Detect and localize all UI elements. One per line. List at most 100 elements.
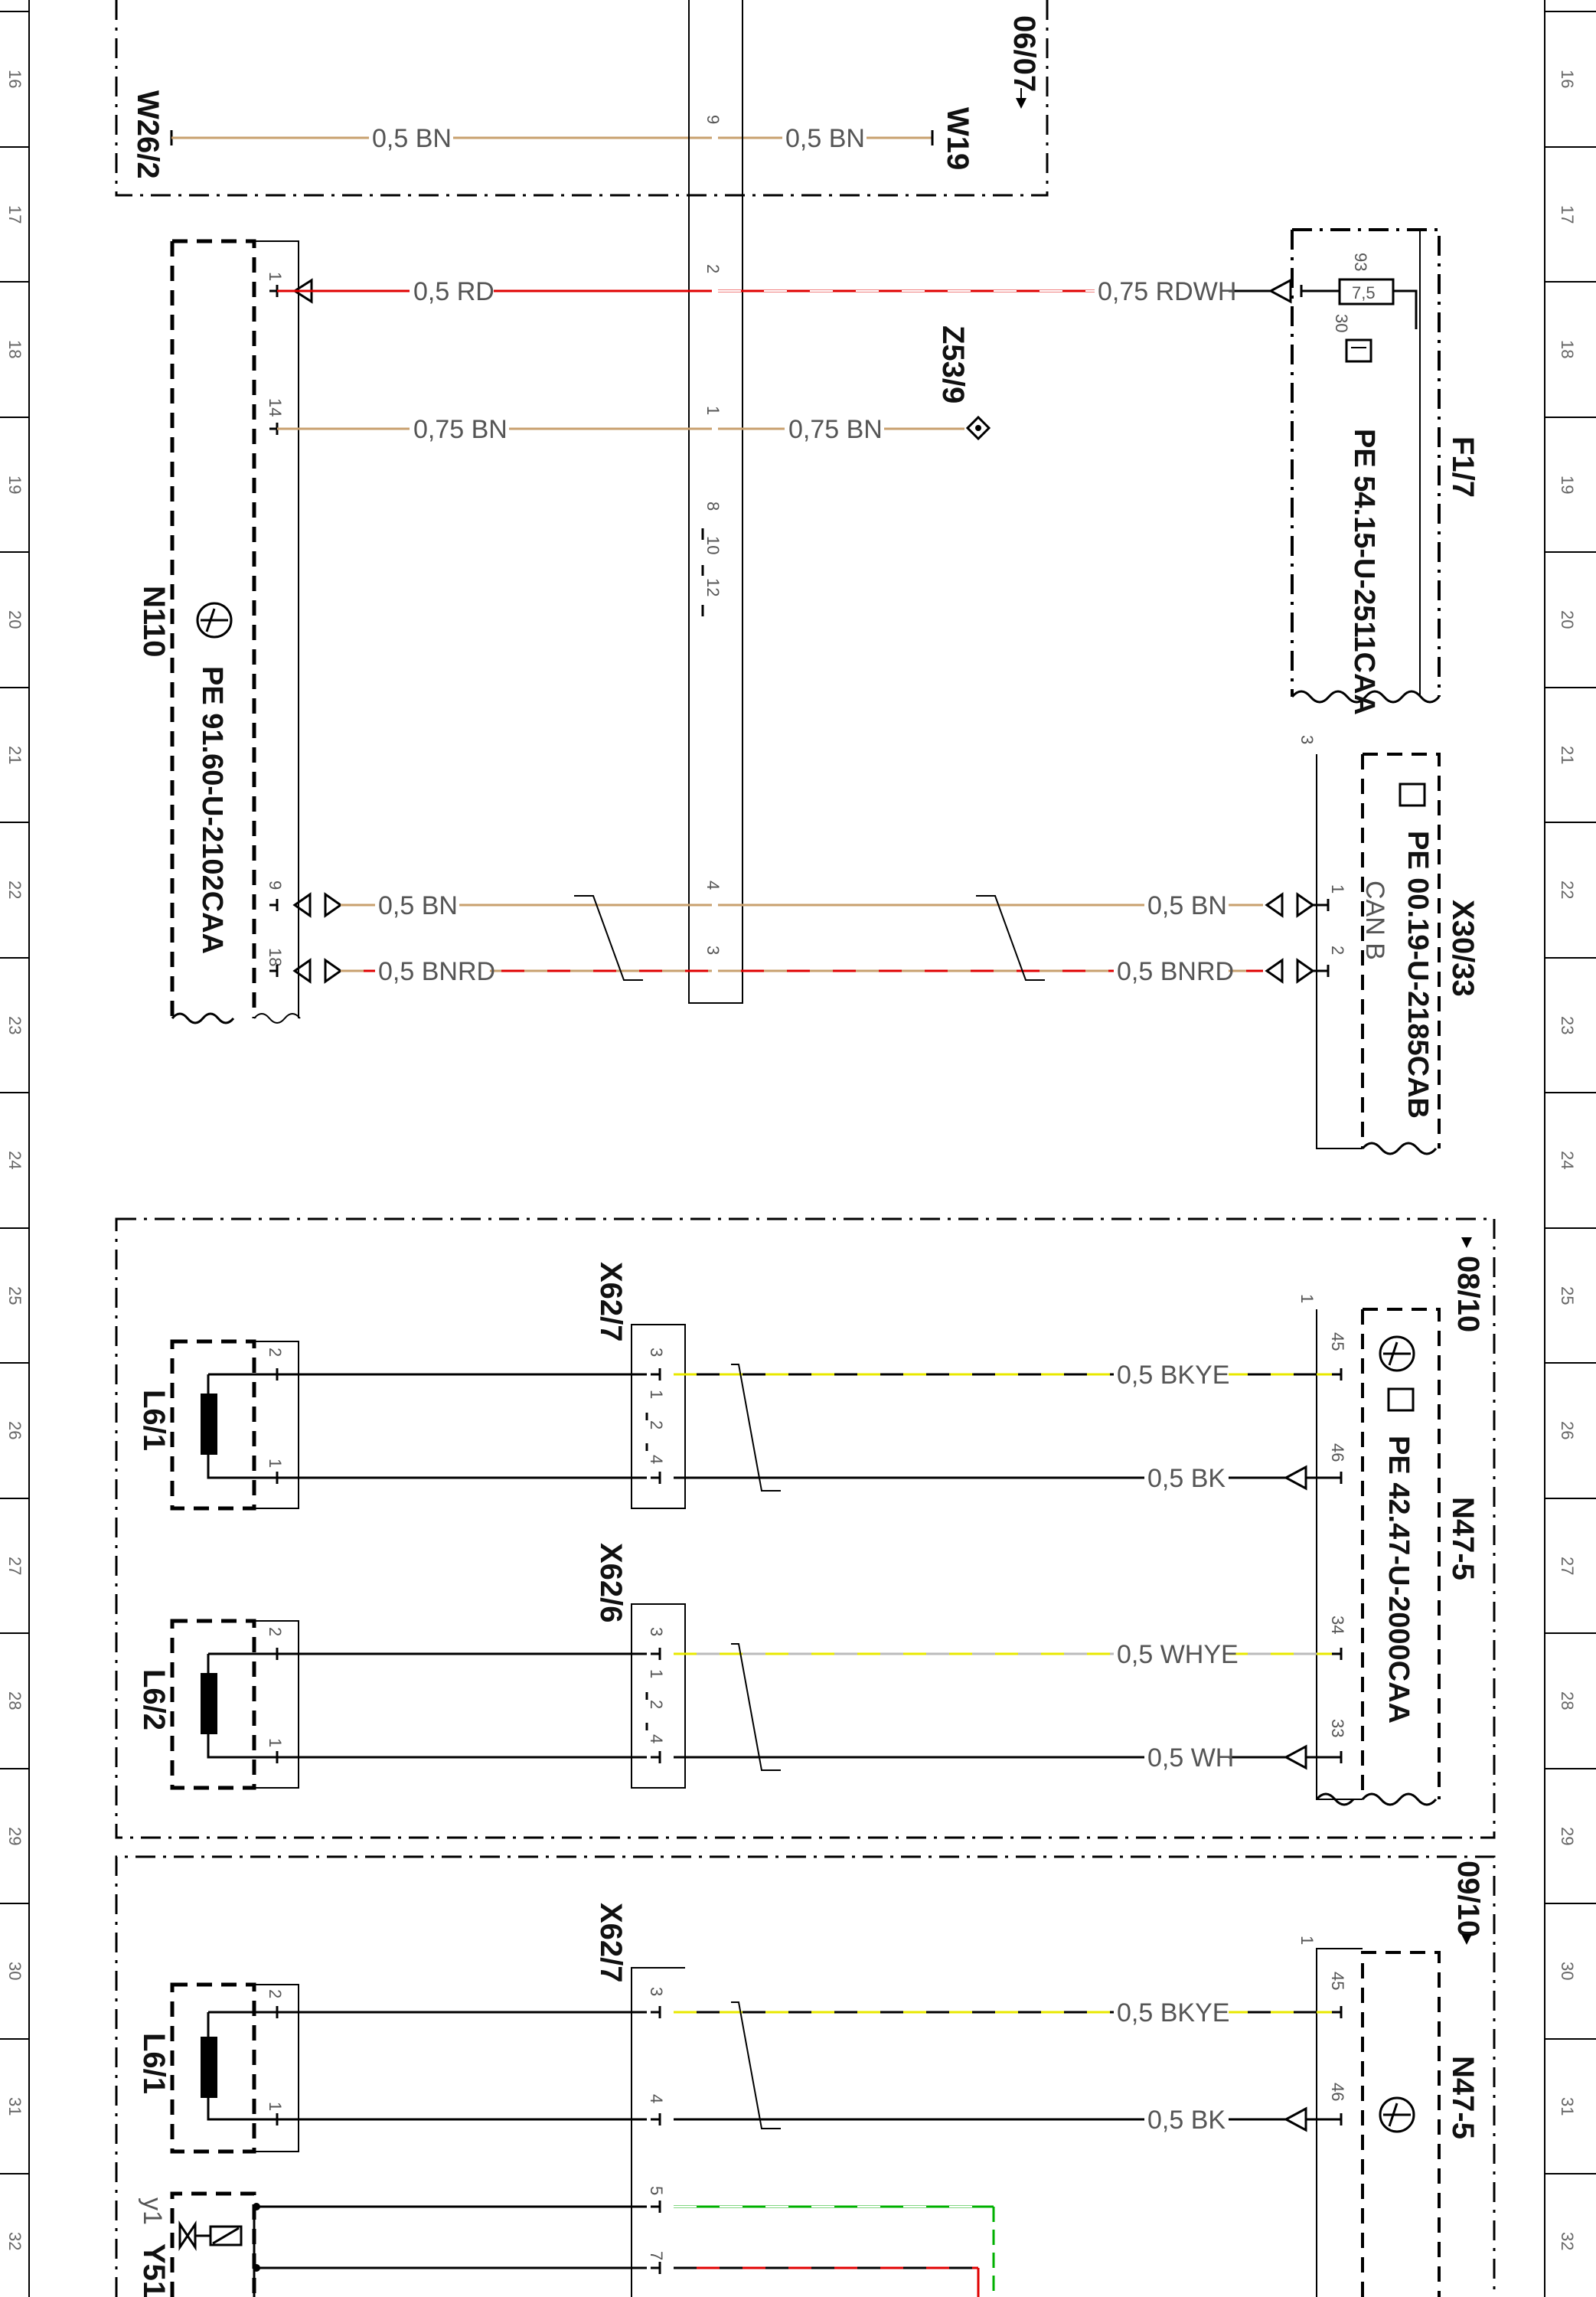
pe-hand-icon — [1399, 783, 1426, 807]
grid-number: 18 — [1558, 340, 1577, 358]
grid-number: 21 — [1558, 746, 1577, 764]
svg-text:14: 14 — [266, 398, 285, 417]
component-x30-33: 3 X30/33 PE 00.19-U-2185CAB CAN B 1 2 — [1297, 735, 1480, 1155]
svg-text:7: 7 — [647, 2251, 666, 2260]
label-n110: N110 — [137, 586, 171, 657]
wire-label-w5a: 0,5 BNRD — [378, 957, 495, 986]
grid-number: 17 — [5, 205, 24, 224]
twisted-pair-marks — [731, 1643, 781, 1771]
arrow-down-icon — [1016, 98, 1026, 109]
coil-icon — [201, 1394, 217, 1455]
svg-text:4: 4 — [647, 1734, 666, 1743]
grid-number: 30 — [1558, 1962, 1577, 1980]
wire-group-4: 0,5 BN 0,5 BN — [269, 891, 1330, 920]
wire-label-w3a: 0,75 BN — [413, 415, 508, 444]
component-n47-5: 1 PE 42.47-U-2000CAA N47-5 45 46 34 33 — [1297, 1294, 1480, 1806]
wire-group-12 — [256, 2201, 995, 2297]
pe-n110: PE 91.60-U-2102CAA — [196, 666, 228, 954]
pe-hand-icon — [1387, 1387, 1415, 1412]
wire-label-w4a: 0,5 BN — [378, 891, 458, 920]
grid-number: 17 — [1558, 205, 1577, 224]
label-w19: W19 — [941, 107, 974, 170]
grid-number: 20 — [1558, 610, 1577, 629]
pe-n47-5: PE 42.47-U-2000CAA — [1382, 1436, 1415, 1724]
wire-label-w2a: 0,5 RD — [413, 277, 494, 306]
svg-text:46: 46 — [1328, 2083, 1347, 2101]
wire-group-10: 0,5 BKYE — [269, 1998, 1343, 2027]
svg-text:2: 2 — [647, 1420, 666, 1429]
svg-text:2: 2 — [703, 264, 723, 273]
arrow-down-icon — [1461, 1237, 1472, 1248]
grid-number: 28 — [1558, 1691, 1577, 1710]
grid-number: 28 — [5, 1691, 24, 1710]
label-n47-5b: N47-5 — [1446, 2056, 1480, 2139]
component-n110: N110 PE 91.60-U-2102CAA 1 14 9 18 — [137, 239, 301, 1024]
svg-text:8: 8 — [703, 502, 723, 511]
wire-label-w10: 0,5 BKYE — [1117, 1998, 1229, 2027]
central-connector: 9 2 1 8 10 12 4 3 — [688, 0, 743, 1004]
grid-number: 22 — [5, 881, 24, 899]
grid-number: 19 — [1558, 475, 1577, 494]
transistor-icon — [1379, 1335, 1415, 1372]
svg-text:12: 12 — [703, 578, 723, 596]
svg-text:9: 9 — [703, 115, 723, 124]
component-l6-1: L6/1 2 1 — [137, 1339, 299, 1511]
component-y51: Y51 y1 — [137, 2191, 260, 2297]
component-l6-1b: L6/1 2 1 — [137, 1982, 299, 2154]
wire-label-w1b: 0,5 BN — [785, 124, 865, 153]
grid-number: 16 — [5, 70, 24, 88]
svg-text:2: 2 — [1328, 946, 1347, 955]
wire-label-w5b: 0,5 BNRD — [1117, 957, 1234, 986]
wire-group-3: 0,75 BN 0,75 BN Z53/9 — [269, 325, 991, 444]
svg-text:2: 2 — [266, 1627, 285, 1636]
pe-hand-icon — [1345, 338, 1372, 363]
svg-text:3: 3 — [647, 1348, 666, 1357]
svg-text:2: 2 — [266, 1989, 285, 1998]
svg-text:4: 4 — [647, 1455, 666, 1464]
svg-text:9: 9 — [266, 881, 285, 890]
grid-number: 29 — [1558, 1827, 1577, 1845]
svg-text:34: 34 — [1328, 1616, 1347, 1634]
svg-text:45: 45 — [1328, 1972, 1347, 1990]
svg-text:18: 18 — [266, 948, 285, 966]
grid-number: 31 — [5, 2097, 24, 2116]
svg-text:46: 46 — [1328, 1443, 1347, 1462]
grid-number: 23 — [5, 1016, 24, 1034]
svg-text:2: 2 — [647, 1700, 666, 1709]
svg-text:1: 1 — [647, 1669, 666, 1678]
svg-text:4: 4 — [647, 2094, 666, 2103]
svg-text:45: 45 — [1328, 1332, 1347, 1351]
svg-text:3: 3 — [1297, 735, 1317, 744]
svg-text:93: 93 — [1351, 253, 1370, 271]
section-0910: 09/10 — [115, 1855, 1496, 2297]
svg-text:1: 1 — [703, 406, 723, 415]
grid-number: 27 — [5, 1557, 24, 1575]
wire-group-11: 0,5 BK — [269, 2106, 1343, 2135]
svg-text:1: 1 — [266, 1738, 285, 1747]
pe-x30-33: PE 00.19-U-2185CAB — [1402, 831, 1434, 1119]
wire-group-8: 0,5 WHYE — [269, 1640, 1343, 1669]
svg-text:30: 30 — [1332, 314, 1351, 332]
grid-number: 26 — [5, 1421, 24, 1439]
svg-text:3: 3 — [703, 946, 723, 955]
label-l6-2: L6/2 — [137, 1669, 171, 1730]
sub-can-b: CAN B — [1360, 881, 1389, 960]
grid-number: 30 — [5, 1962, 24, 1980]
arrow-down-icon — [1461, 1934, 1472, 1945]
wire-label-w3b: 0,75 BN — [788, 415, 883, 444]
component-x62-7: X62/7 3 1 2 4 — [594, 1262, 686, 1509]
label-x62-6: X62/6 — [594, 1543, 628, 1623]
svg-text:7,5: 7,5 — [1352, 283, 1376, 302]
wire-label-w1a: 0,5 BN — [372, 124, 452, 153]
label-z53-9: Z53/9 — [936, 325, 970, 404]
label-l6-1: L6/1 — [137, 1390, 171, 1451]
grid-number: 21 — [5, 746, 24, 764]
sheet-frame — [28, 0, 1545, 2297]
label-w26-2: W26/2 — [131, 90, 165, 179]
grid-number: 26 — [1558, 1421, 1577, 1439]
grid-number: 18 — [5, 340, 24, 358]
wire-group-2: 0,5 RD 0,75 RDWH — [269, 277, 1271, 306]
component-f1-7: F1/7 PE 54.15-U-2511CAA 7,5 93 30 — [1268, 228, 1480, 715]
